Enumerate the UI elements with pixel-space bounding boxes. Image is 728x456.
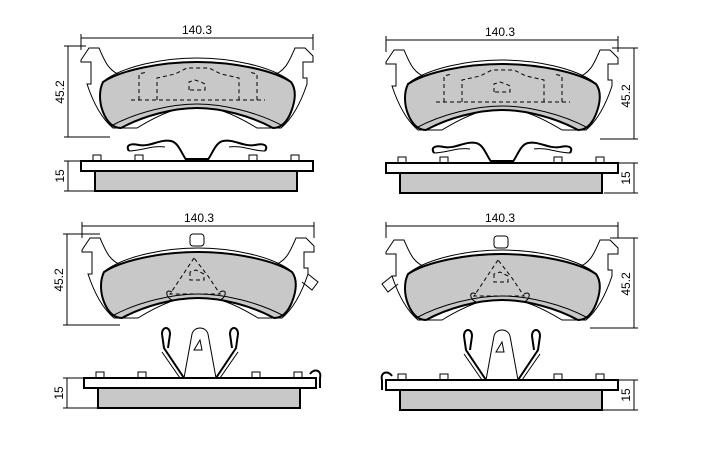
wear-sensor-clip-icon xyxy=(380,371,393,390)
height-label: 45.2 xyxy=(619,84,633,108)
dimension-width: 140.3 xyxy=(80,23,314,50)
dimension-thickness: 15 xyxy=(52,377,98,409)
height-label: 45.2 xyxy=(52,268,66,292)
dimension-width: 140.3 xyxy=(385,25,619,52)
pad-side-view xyxy=(385,141,619,194)
width-label: 140.3 xyxy=(485,25,515,39)
dimension-thickness: 15 xyxy=(602,379,638,411)
pad-face xyxy=(385,49,619,131)
pad-face xyxy=(80,47,314,129)
height-label: 45.2 xyxy=(53,80,67,104)
width-label: 140.3 xyxy=(182,23,212,37)
pad-face xyxy=(381,235,619,321)
wear-sensor-icon xyxy=(301,273,319,291)
thickness-label: 15 xyxy=(619,388,633,402)
dimension-thickness: 15 xyxy=(604,162,638,194)
pad-bottom-left: 140.3 45.2 15 xyxy=(52,211,322,409)
dimension-height: 45.2 xyxy=(53,45,110,138)
wear-sensor-clip-icon xyxy=(309,369,322,388)
wear-sensor-icon xyxy=(381,275,399,293)
dimension-height: 45.2 xyxy=(600,47,638,140)
pad-side-view xyxy=(83,327,322,409)
thickness-label: 15 xyxy=(619,171,633,185)
pad-top-right: 140.3 45.2 15 xyxy=(385,25,638,194)
dimension-height: 45.2 xyxy=(52,233,120,326)
thickness-label: 15 xyxy=(52,386,66,400)
thickness-label: 15 xyxy=(53,169,67,183)
pad-face xyxy=(81,233,319,319)
dimension-width: 140.3 xyxy=(385,211,619,238)
dimension-height: 45.2 xyxy=(590,237,638,329)
height-label: 45.2 xyxy=(619,272,633,296)
dimension-width: 140.3 xyxy=(81,211,315,238)
width-label: 140.3 xyxy=(184,211,214,225)
width-label: 140.3 xyxy=(485,211,515,225)
pad-side-view xyxy=(380,329,619,411)
pad-bottom-right: 140.3 45.2 15 xyxy=(380,211,638,411)
pad-top-left: 140.3 45.2 15 xyxy=(53,23,314,192)
pad-side-view xyxy=(80,139,314,192)
dimension-thickness: 15 xyxy=(53,160,96,192)
